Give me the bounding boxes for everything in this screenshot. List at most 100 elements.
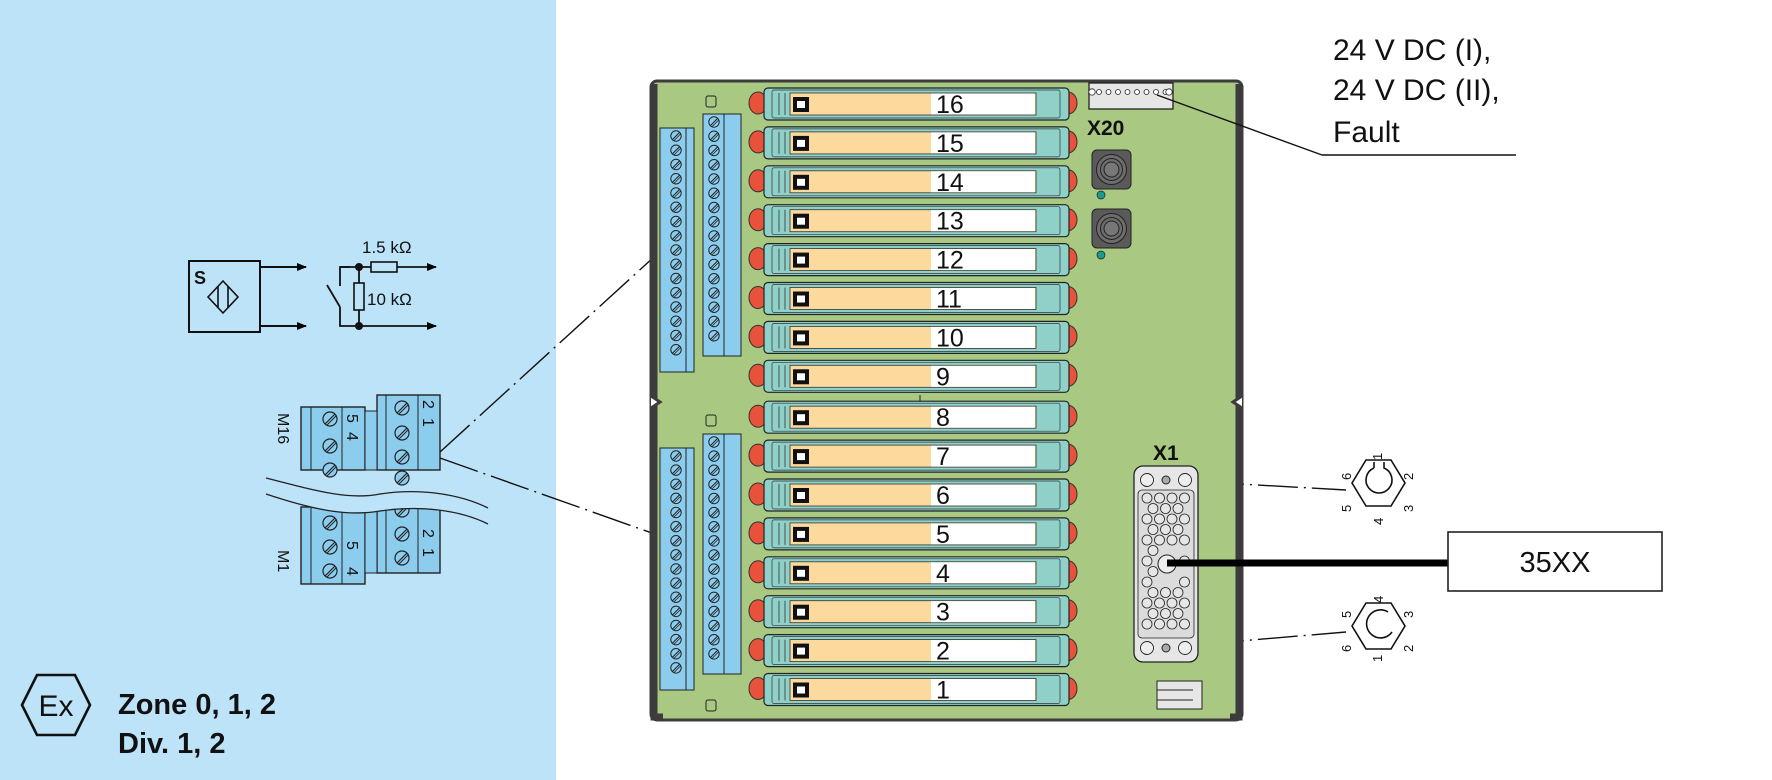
terminal-screw <box>708 591 720 604</box>
x1-multipin-connector[interactable] <box>1133 465 1199 663</box>
slot-number: 15 <box>936 130 964 158</box>
terminal-screw <box>708 577 720 589</box>
module-slot-2[interactable]: 2 <box>748 633 1078 668</box>
zone-classification: Zone 0, 1, 2 <box>118 689 276 721</box>
power-callout-line: Fault <box>1333 116 1400 149</box>
module-m16-label: M16 <box>274 413 291 444</box>
power-callout-line: 24 V DC (I), <box>1333 34 1491 67</box>
slot-number: 11 <box>936 286 962 314</box>
power-callout: 24 V DC (I), 24 V DC (II), Fault <box>1333 34 1500 149</box>
terminal-screw <box>708 492 720 505</box>
pin-label: 5 <box>343 541 360 550</box>
break-mark <box>266 478 488 524</box>
module-slot-9[interactable]: 9 <box>748 359 1078 393</box>
terminal-screw <box>708 450 720 462</box>
status-led <box>1096 250 1106 260</box>
terminal-screw <box>670 244 682 256</box>
module-slot-10[interactable]: 10 <box>748 320 1078 354</box>
terminal-screw <box>670 187 682 199</box>
terminal-screw <box>670 605 682 618</box>
terminal-screw <box>708 273 720 285</box>
slot-number: 12 <box>936 247 964 275</box>
terminal-screw <box>670 173 682 185</box>
terminal-screw <box>708 230 720 242</box>
terminal-screw <box>708 187 720 199</box>
module-slot-3[interactable]: 3 <box>748 595 1078 629</box>
status-led <box>1096 190 1106 200</box>
mounting-pad <box>705 95 717 108</box>
terminal-screw <box>708 159 720 171</box>
pinout-number: 3 <box>1401 505 1416 512</box>
terminal-screw <box>708 478 720 491</box>
module-slot-16[interactable]: 16 <box>748 87 1078 121</box>
terminal-screw <box>708 648 720 660</box>
terminal-screw <box>670 329 682 342</box>
division-classification: Div. 1, 2 <box>118 728 225 760</box>
slot-number: 5 <box>936 521 950 549</box>
pinout-number: 4 <box>1371 518 1386 525</box>
module-slot-7[interactable]: 7 <box>748 439 1078 473</box>
slot-number: 2 <box>936 638 950 666</box>
pinout-number: 5 <box>1339 505 1354 512</box>
coding-slot <box>1156 680 1203 710</box>
terminal-screw <box>670 258 682 270</box>
terminal-screw <box>670 591 682 603</box>
terminal-screw <box>708 619 720 632</box>
terminal-screw <box>708 634 720 646</box>
fuse-holder-1[interactable] <box>1091 149 1132 190</box>
terminal-screw <box>670 130 682 142</box>
terminal-screw <box>670 478 682 490</box>
module-slot-13[interactable]: 13 <box>748 204 1078 238</box>
terminal-screw <box>670 662 682 674</box>
resistor-series-label: 1.5 kΩ <box>362 238 412 257</box>
module-slot-5[interactable]: 5 <box>748 517 1078 551</box>
ex-hazard-symbol: Ex <box>20 673 92 737</box>
power-callout-line: 24 V DC (II), <box>1333 74 1500 107</box>
pinout-number: 4 <box>1371 596 1386 603</box>
slot-number: 16 <box>936 91 964 119</box>
terminal-screw <box>670 450 682 462</box>
ex-hexagon-icon <box>20 673 92 737</box>
terminal-screw <box>708 130 720 142</box>
module-slot-15[interactable]: 15 <box>748 126 1078 160</box>
terminal-screw <box>708 287 720 299</box>
terminal-screw <box>708 201 720 214</box>
terminal-screw <box>670 648 682 660</box>
terminal-block-detail: M16 M1 5 4 2 1 5 4 2 1 <box>265 394 489 585</box>
pin-label: 1 <box>419 418 436 427</box>
module-slot-1[interactable]: 1 <box>748 672 1078 707</box>
pin-label: 2 <box>419 400 436 409</box>
unit-35xx-box[interactable]: 35XX <box>1447 531 1663 592</box>
terminal-screw <box>670 315 682 327</box>
terminal-screw <box>708 244 720 256</box>
terminal-screw <box>708 301 720 313</box>
terminal-screw <box>708 144 720 157</box>
pinout-number: 3 <box>1401 611 1416 618</box>
terminal-screw <box>670 215 682 228</box>
module-slot-12[interactable]: 12 <box>748 243 1078 277</box>
terminal-screw <box>708 464 720 476</box>
equivalent-circuit: 1.5 kΩ 10 kΩ <box>326 238 437 330</box>
module-slot-6[interactable]: 6 <box>748 478 1078 512</box>
module-slot-4[interactable]: 4 <box>748 556 1078 590</box>
terminal-screw <box>670 563 682 575</box>
terminal-screw <box>670 549 682 561</box>
terminal-screw <box>708 605 720 618</box>
module-slots: 16 15 14 13 12 11 10 9 8 7 6 5 4 3 2 1 <box>705 87 1078 712</box>
fuse-holder-2[interactable] <box>1091 208 1132 249</box>
terminal-screw <box>708 436 720 448</box>
terminal-screw <box>708 116 720 128</box>
slot-number: 8 <box>936 404 950 432</box>
terminal-screw <box>670 506 682 519</box>
slot-number: 13 <box>936 208 964 236</box>
terminal-screw <box>670 287 682 299</box>
module-slot-11[interactable]: 11 <box>748 281 1078 316</box>
slot-number: 7 <box>936 443 950 471</box>
module-slot-8[interactable]: 8 <box>748 400 1078 434</box>
mounting-pad <box>705 414 717 427</box>
module-slot-14[interactable]: 14 <box>748 165 1078 199</box>
coding-ring-icon <box>1365 462 1393 494</box>
